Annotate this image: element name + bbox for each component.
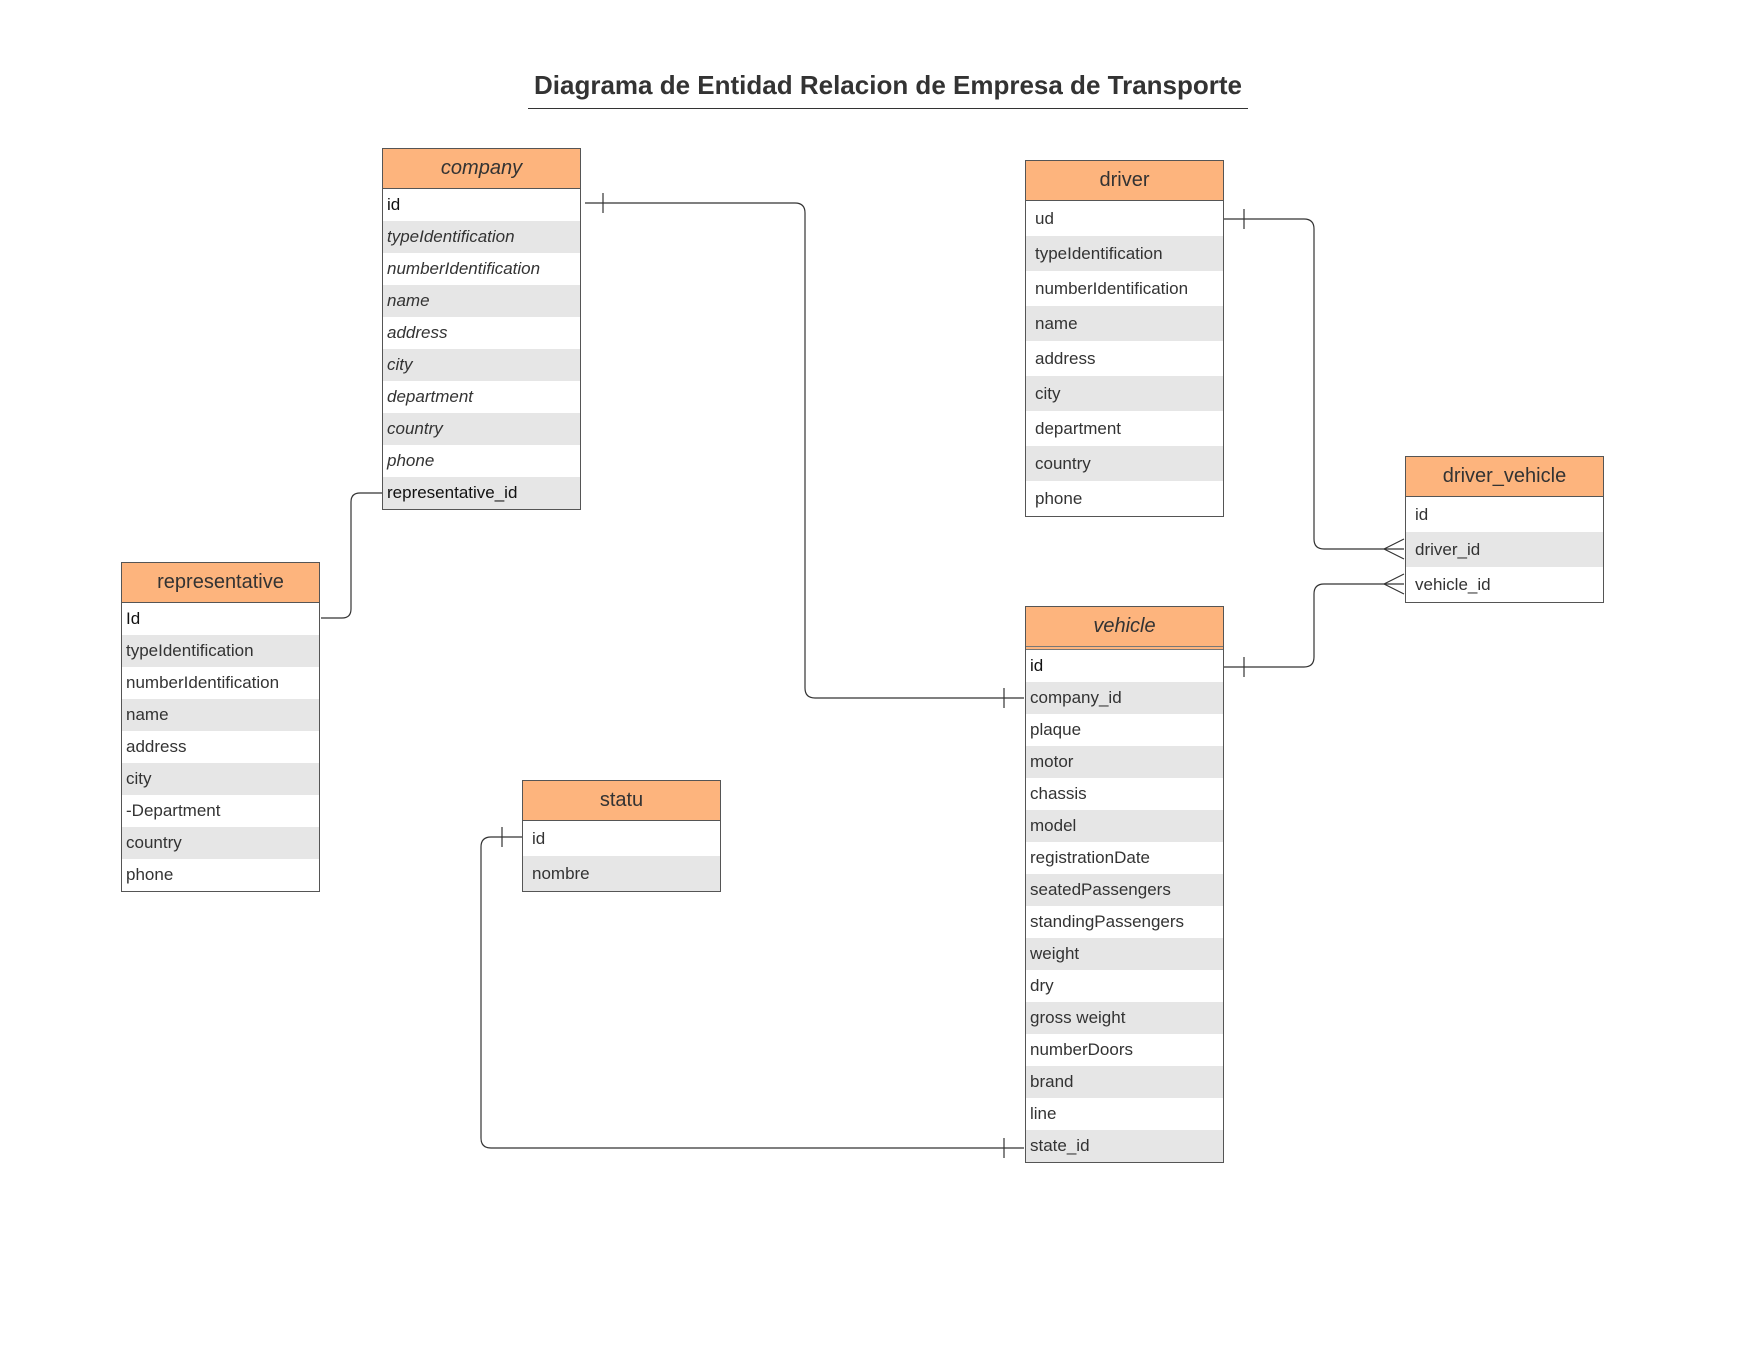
field-vehicle-plaque: plaque [1030, 720, 1082, 739]
field-vehicle-weight: weight [1026, 938, 1223, 970]
field-driver-type-identification: typeIdentification [1026, 236, 1223, 271]
entity-driver-vehicle-fields: id driver_id vehicle_id [1406, 497, 1603, 602]
field-vehicle-seated-passengers: seatedPassengers [1026, 874, 1223, 906]
field-driver-city: city [1026, 376, 1223, 411]
field-company-id: id [387, 195, 401, 214]
entity-vehicle-fields: id company_id plaque motor chassis model… [1026, 650, 1223, 1162]
field-vehicle-motor: motor [1026, 746, 1223, 778]
field-vehicle-standing-passengers: standingPassengers [1030, 912, 1185, 931]
field-driver-ud: ud [1035, 209, 1054, 228]
field-company-city: city [383, 349, 580, 381]
entity-driver-fields: ud typeIdentification numberIdentificati… [1026, 201, 1223, 516]
entity-driver[interactable]: driver ud typeIdentification numberIdent… [1025, 160, 1224, 517]
entity-driver-vehicle-header: driver_vehicle [1406, 457, 1603, 497]
field-vehicle-company-id: company_id [1026, 682, 1223, 714]
field-company-address: address [387, 323, 448, 342]
rel-company-vehicle [585, 202, 1024, 699]
entity-company-header: company [383, 149, 580, 189]
field-vehicle-registration-date: registrationDate [1030, 848, 1151, 867]
field-vehicle-id: id [1030, 656, 1044, 675]
field-representative-address: address [126, 737, 187, 756]
entity-statu-fields: id nombre [523, 821, 720, 891]
field-driver-address: address [1035, 349, 1096, 368]
field-vehicle-model: model [1026, 810, 1223, 842]
field-vehicle-gross-weight: gross weight [1026, 1002, 1223, 1034]
entity-representative-fields: Id typeIdentification numberIdentificati… [122, 603, 319, 891]
field-representative-country: country [122, 827, 319, 859]
field-driver-vehicle-id: id [1415, 505, 1429, 524]
diagram-title: Diagrama de Entidad Relacion de Empresa … [534, 70, 1242, 100]
entity-company-fields: id typeIdentification numberIdentificati… [383, 189, 580, 509]
entity-vehicle-header: vehicle [1026, 607, 1223, 650]
field-driver-phone: phone [1035, 489, 1083, 508]
field-company-type-identification: typeIdentification [383, 221, 580, 253]
field-vehicle-chassis: chassis [1030, 784, 1087, 803]
field-vehicle-line: line [1030, 1104, 1057, 1123]
rel-vehicle-driver-vehicle [1224, 583, 1404, 668]
field-representative-phone: phone [126, 865, 174, 884]
field-company-number-identification: numberIdentification [387, 259, 541, 278]
field-company-country: country [383, 413, 580, 445]
field-company-department: department [387, 387, 473, 406]
field-representative-name: name [122, 699, 319, 731]
field-representative-department: -Department [126, 801, 221, 820]
field-vehicle-dry: dry [1030, 976, 1054, 995]
entity-company[interactable]: company id typeIdentification numberIden… [382, 148, 581, 510]
field-vehicle-brand: brand [1026, 1066, 1223, 1098]
entity-representative-header: representative [122, 563, 319, 603]
entity-statu-header: statu [523, 781, 720, 821]
field-driver-country: country [1026, 446, 1223, 481]
entity-driver-vehicle[interactable]: driver_vehicle id driver_id vehicle_id [1405, 456, 1604, 603]
entity-vehicle[interactable]: vehicle id company_id plaque motor chass… [1025, 606, 1224, 1163]
many-marker-driver-id [1383, 538, 1405, 560]
rel-company-representative [321, 492, 382, 619]
entity-statu[interactable]: statu id nombre [522, 780, 721, 892]
field-representative-id: Id [126, 609, 141, 628]
field-driver-name: name [1026, 306, 1223, 341]
field-driver-vehicle-vehicle-id: vehicle_id [1415, 575, 1491, 594]
field-statu-id: id [532, 829, 546, 848]
field-representative-number-identification: numberIdentification [126, 673, 280, 692]
entity-representative[interactable]: representative Id typeIdentification num… [121, 562, 320, 892]
field-company-representative-id: representative_id [383, 477, 580, 509]
many-marker-vehicle-id [1383, 573, 1405, 595]
field-vehicle-state-id: state_id [1026, 1130, 1223, 1162]
field-company-phone: phone [387, 451, 435, 470]
field-vehicle-number-doors: numberDoors [1030, 1040, 1133, 1059]
field-driver-department: department [1035, 419, 1121, 438]
field-representative-type-identification: typeIdentification [122, 635, 319, 667]
title-underline [528, 108, 1248, 109]
field-company-name: name [383, 285, 580, 317]
field-statu-nombre: nombre [523, 856, 720, 891]
field-driver-vehicle-driver-id: driver_id [1406, 532, 1603, 567]
rel-statu-vehicle [480, 836, 1024, 1149]
entity-driver-header: driver [1026, 161, 1223, 201]
field-driver-number-identification: numberIdentification [1035, 279, 1189, 298]
rel-driver-driver-vehicle [1224, 218, 1404, 550]
field-representative-city: city [122, 763, 319, 795]
